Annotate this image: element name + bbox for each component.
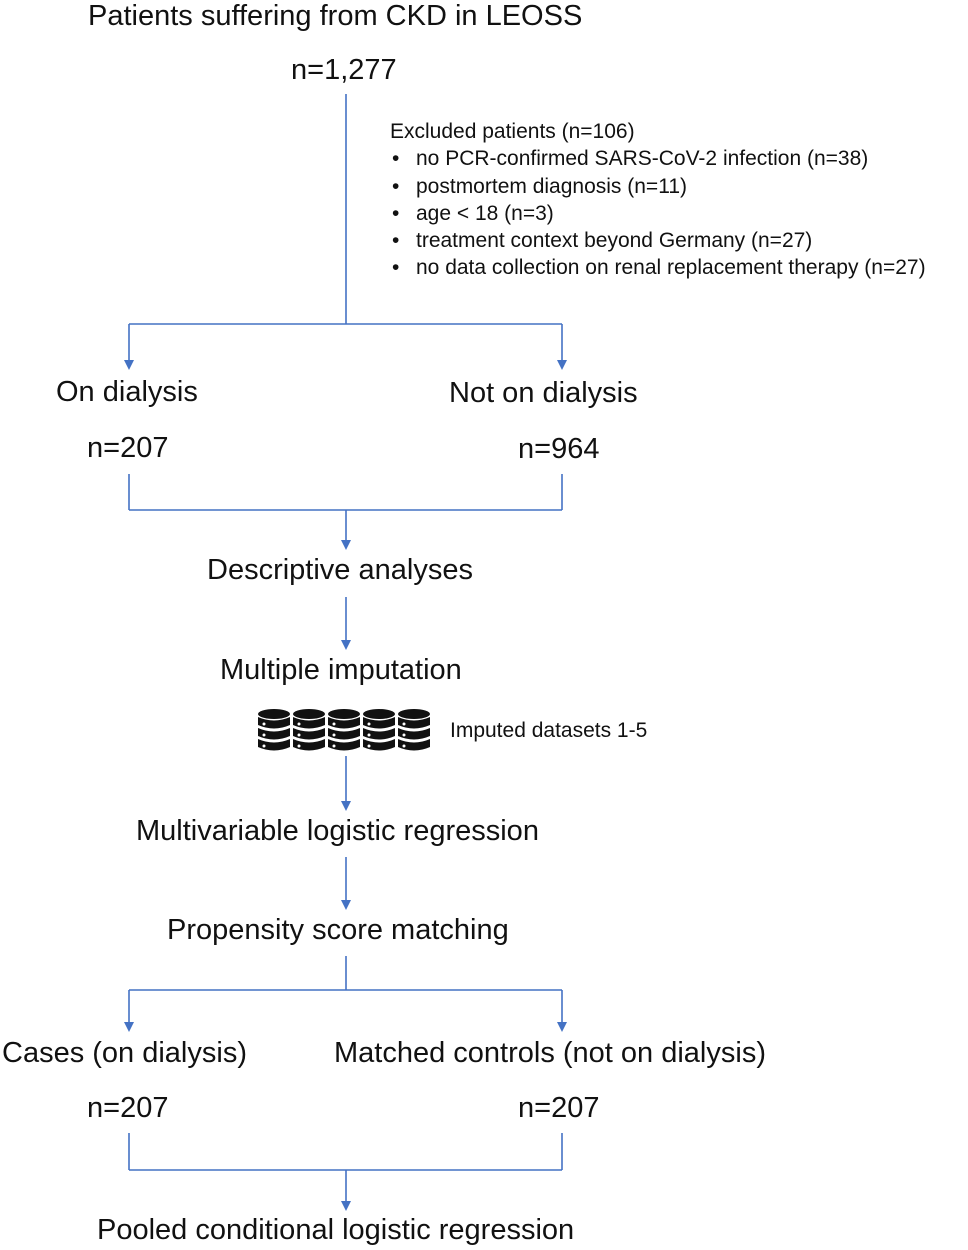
- exclusion-heading: Excluded patients (n=106): [390, 120, 635, 143]
- descriptive-analyses-step: Descriptive analyses: [207, 554, 473, 586]
- exclusion-item-text: treatment context beyond Germany (n=27): [416, 229, 813, 253]
- controls-label: Matched controls (not on dialysis): [334, 1037, 766, 1069]
- exclusion-item: • age < 18 (n=3): [390, 200, 926, 227]
- exclusion-item: • treatment context beyond Germany (n=27): [390, 227, 926, 254]
- database-icon: [293, 709, 325, 751]
- exclusion-item-text: no PCR-confirmed SARS-CoV-2 infection (n…: [416, 147, 869, 171]
- exclusion-item: • no PCR-confirmed SARS-CoV-2 infection (…: [390, 145, 926, 172]
- imputed-datasets-label: Imputed datasets 1-5: [450, 719, 648, 742]
- exclusion-item-text: postmortem diagnosis (n=11): [416, 174, 687, 198]
- bullet-icon: •: [392, 256, 400, 280]
- exclusion-list: • no PCR-confirmed SARS-CoV-2 infection (…: [390, 145, 926, 281]
- multiple-imputation-step: Multiple imputation: [220, 654, 462, 686]
- bullet-icon: •: [392, 201, 400, 225]
- not-on-dialysis-label: Not on dialysis: [449, 377, 638, 409]
- database-icon: [363, 709, 395, 751]
- cases-label: Cases (on dialysis): [2, 1037, 247, 1069]
- exclusion-item-text: no data collection on renal replacement …: [416, 256, 926, 280]
- exclusion-item: • no data collection on renal replacement…: [390, 254, 926, 281]
- final-analysis-step: Pooled conditional logistic regression: [97, 1214, 575, 1246]
- database-icon: [258, 709, 290, 751]
- bullet-icon: •: [392, 174, 400, 198]
- controls-count: n=207: [518, 1092, 600, 1124]
- propensity-matching-step: Propensity score matching: [167, 914, 509, 946]
- bullet-icon: •: [392, 229, 400, 253]
- top-node-title: Patients suffering from CKD in LEOSS: [88, 0, 583, 32]
- database-icon: [398, 709, 430, 751]
- exclusion-item: • postmortem diagnosis (n=11): [390, 173, 926, 200]
- exclusion-item-text: age < 18 (n=3): [416, 201, 554, 225]
- multivariable-regression-step: Multivariable logistic regression: [136, 815, 539, 847]
- bullet-icon: •: [392, 147, 400, 171]
- exclusion-box: Excluded patients (n=106) • no PCR-confir…: [390, 118, 926, 282]
- on-dialysis-count: n=207: [87, 432, 169, 464]
- top-node-count: n=1,277: [291, 54, 397, 86]
- cases-count: n=207: [87, 1092, 169, 1124]
- imputed-datasets-icons: [257, 708, 431, 754]
- not-on-dialysis-count: n=964: [518, 433, 600, 465]
- on-dialysis-label: On dialysis: [56, 376, 198, 408]
- database-icon: [328, 709, 360, 751]
